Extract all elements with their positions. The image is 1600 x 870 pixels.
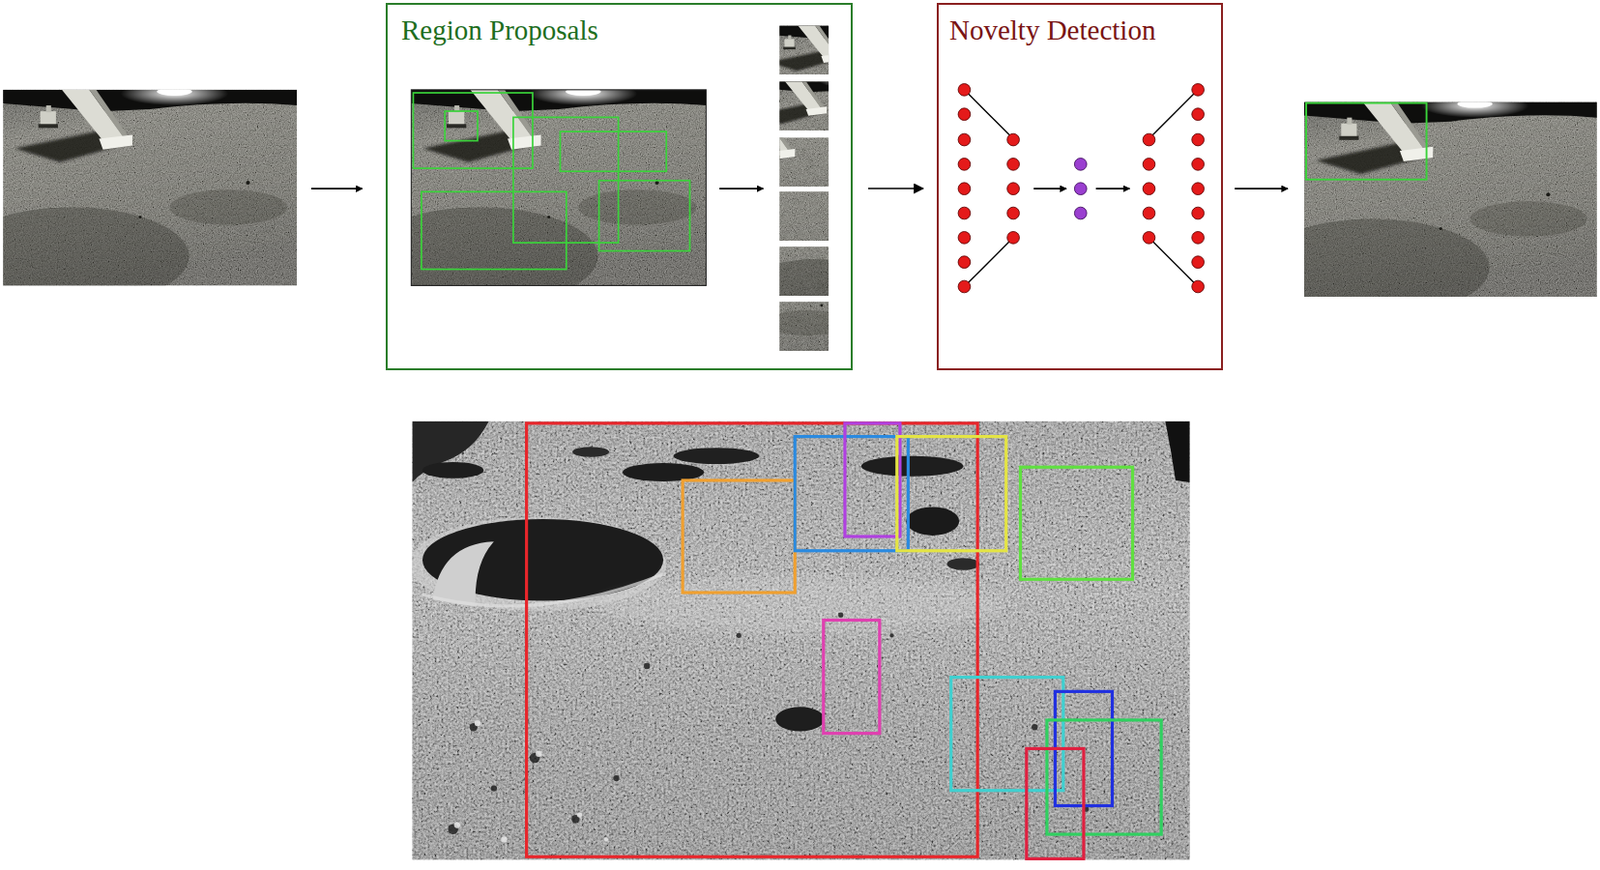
illustration-part — [958, 232, 971, 245]
illustration-part — [1142, 232, 1156, 245]
illustration-part — [1047, 720, 1162, 835]
flow-arrow — [868, 187, 924, 190]
flow-arrow — [719, 187, 763, 190]
illustration-part — [1192, 232, 1205, 245]
illustration-part — [668, 111, 913, 271]
illustration-part — [844, 423, 901, 537]
illustration-part — [1033, 187, 1067, 190]
output-image — [1254, 93, 1597, 317]
illustration-part — [682, 480, 795, 593]
illustration-part — [1142, 133, 1156, 146]
illustration-part — [1142, 182, 1156, 196]
proposal-boxes — [412, 92, 690, 270]
stage-heading: Region Proposals — [401, 14, 838, 47]
illustration-part — [611, 232, 857, 393]
illustration-part — [599, 180, 691, 252]
illustration-part — [1007, 206, 1020, 220]
illustration-part — [794, 436, 908, 552]
illustration-part — [730, 20, 946, 160]
illustration-part — [958, 206, 971, 220]
illustration-part — [823, 620, 880, 734]
crop-thumbnails — [611, 20, 958, 393]
illustration-part — [1148, 237, 1198, 288]
illustration-part — [1074, 206, 1087, 220]
image-frame — [410, 89, 706, 287]
illustration-part — [1192, 133, 1205, 146]
illustration-part — [1026, 748, 1084, 859]
flow-arrow — [311, 187, 363, 190]
novel-region-box — [1306, 103, 1427, 180]
illustration-part — [1007, 133, 1020, 146]
illustration-part — [958, 84, 971, 97]
stage-heading: Novelty Detection — [949, 14, 1211, 47]
illustration-part — [1192, 158, 1205, 172]
illustration-part — [421, 191, 567, 269]
illustration-part — [958, 256, 971, 269]
illustration-part — [958, 158, 971, 172]
illustration-part — [444, 111, 478, 142]
illustration-part — [1007, 158, 1020, 172]
illustration-part — [611, 232, 857, 393]
proposal-image — [362, 82, 707, 306]
illustration-part — [742, 180, 958, 320]
illustration-part — [958, 108, 971, 121]
illustration-part — [668, 111, 913, 271]
illustration-part — [958, 133, 971, 146]
illustration-part — [1192, 84, 1205, 97]
illustration-part — [958, 182, 971, 196]
illustration-part — [1096, 187, 1131, 190]
illustration-part — [1192, 108, 1205, 121]
illustration-part — [958, 84, 1204, 293]
lunar-image — [408, 421, 1190, 861]
stage-box: Novelty Detection — [936, 2, 1223, 371]
illustration-part — [730, 20, 946, 160]
illustration-part — [963, 89, 1014, 140]
illustration-part — [963, 237, 1014, 288]
illustration-part — [616, 148, 903, 335]
flow-arrow — [1234, 187, 1288, 190]
illustration-part — [963, 89, 1198, 288]
autoencoder-network — [958, 84, 1204, 293]
illustration-part — [1142, 158, 1156, 172]
illustration-part — [1192, 182, 1205, 196]
illustration-part — [1019, 466, 1133, 580]
illustration-part — [1074, 158, 1087, 220]
detection-boxes — [526, 423, 1163, 860]
illustration-part — [1192, 280, 1205, 293]
illustration-part — [1007, 232, 1020, 245]
illustration-part — [559, 131, 667, 172]
illustration-part — [1074, 158, 1087, 172]
illustration-part — [412, 92, 532, 169]
illustration-part — [897, 436, 1007, 552]
illustration-part — [1192, 206, 1205, 220]
illustration-part — [958, 280, 971, 293]
illustration-part — [616, 148, 903, 335]
illustration-part — [526, 423, 979, 857]
illustration-part — [742, 180, 958, 320]
illustration-part — [1007, 182, 1020, 196]
illustration-part — [1192, 256, 1205, 269]
illustration-part — [1074, 182, 1087, 196]
input-image — [0, 82, 297, 306]
illustration-part — [1148, 89, 1198, 140]
stage-box: Region Proposals — [385, 2, 853, 371]
illustration-part — [1142, 206, 1156, 220]
